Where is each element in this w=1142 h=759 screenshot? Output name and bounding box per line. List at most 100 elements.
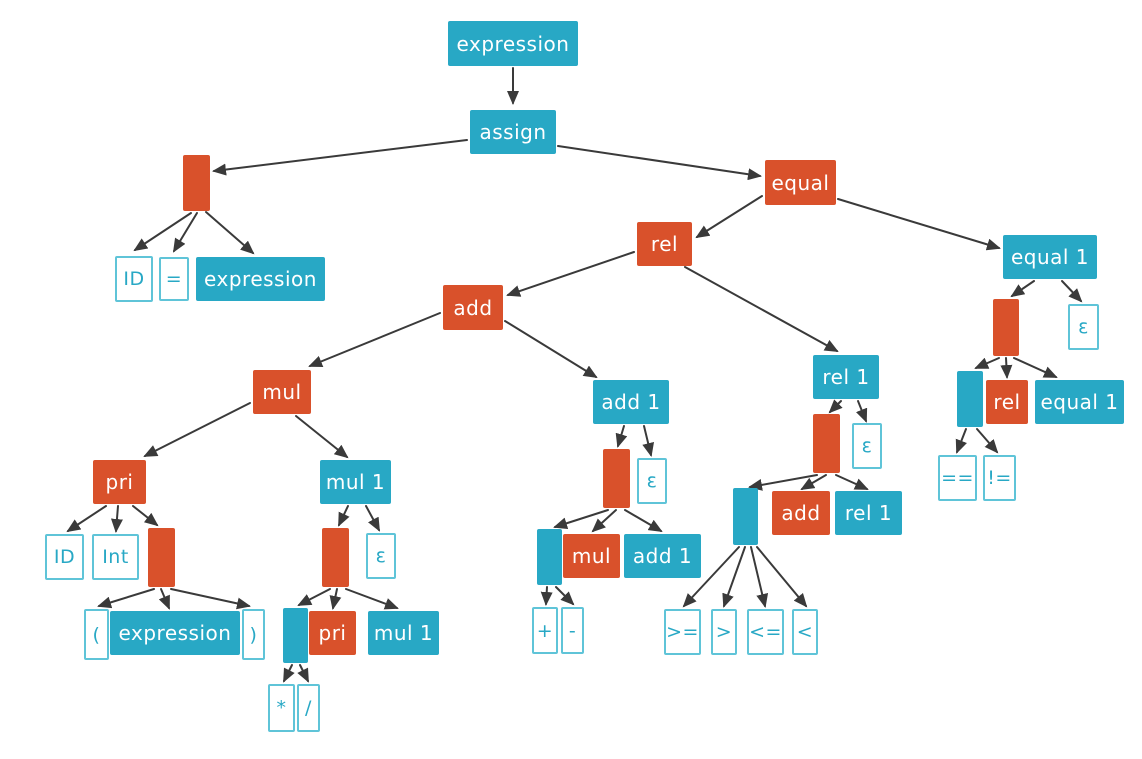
edge-equal--equal1 <box>837 198 1001 251</box>
edge-alt-mulops--op-mul <box>283 664 295 683</box>
node-label: add <box>453 295 493 320</box>
node-rel1: rel 1 <box>813 355 879 399</box>
node-add1-2: add 1 <box>624 534 701 578</box>
edge-alt-addops--op-plus <box>540 586 553 606</box>
edge-seq-mul1--mul1-2 <box>345 588 399 610</box>
node-expression-1: expression <box>196 257 325 301</box>
edge-mul--mul1 <box>295 415 349 459</box>
edge-seq-assign--expression-1 <box>205 211 255 255</box>
node-label: pri <box>318 621 347 645</box>
node-op-lte: <= <box>747 609 784 655</box>
node-label: rel <box>993 390 1021 414</box>
node-label: > <box>715 621 733 643</box>
node-op-eq: == <box>938 455 977 501</box>
node-seq-pri <box>148 528 175 587</box>
node-label: expression <box>456 31 570 56</box>
edge-pri--id-2 <box>66 505 107 533</box>
node-add-2: add <box>772 491 830 535</box>
node-op-minus: - <box>561 607 584 654</box>
node-assign-op: = <box>159 257 189 301</box>
node-label: pri <box>105 470 134 494</box>
node-label: >= <box>666 621 699 643</box>
edge-seq-pri--rparen <box>170 588 251 610</box>
node-label: equal 1 <box>1040 390 1119 414</box>
edge-pri--int-1 <box>110 505 123 533</box>
node-label: rel <box>650 232 679 256</box>
edge-pri--seq-pri <box>132 505 159 527</box>
edge-seq-mul1--pri-2 <box>329 588 342 610</box>
edge-alt-relops--op-lt <box>756 546 808 608</box>
node-alt-equalops <box>957 371 983 427</box>
edge-rel--add <box>506 251 635 297</box>
node-pri: pri <box>93 460 146 504</box>
node-expression-root: expression <box>448 21 578 66</box>
node-seq-mul1 <box>322 528 349 587</box>
node-mul-2: mul <box>563 534 620 578</box>
node-label: add 1 <box>632 544 693 568</box>
node-assign: assign <box>470 110 556 154</box>
edge-assign--equal <box>557 145 762 181</box>
edge-seq-equal1--equal1-2 <box>1013 357 1058 378</box>
node-alt-relops <box>733 488 758 545</box>
node-rparen: ) <box>242 609 265 660</box>
node-eps-mul1: ε <box>366 533 396 579</box>
node-label: add <box>781 501 821 525</box>
node-lparen: ( <box>84 609 109 660</box>
edge-seq-add1--alt-addops <box>553 509 609 530</box>
node-label: ε <box>1078 316 1089 338</box>
node-label: == <box>941 467 974 489</box>
edge-rel1--seq-rel1 <box>828 399 843 414</box>
node-label: <= <box>749 621 782 643</box>
node-op-lt: < <box>792 609 818 655</box>
node-eps-rel1: ε <box>852 423 882 469</box>
node-eps-equal1: ε <box>1068 304 1099 350</box>
edge-mul1--seq-mul1 <box>338 505 350 527</box>
node-label: ) <box>249 623 258 646</box>
edge-alt-equalops--op-eq <box>955 428 967 454</box>
node-label: expression <box>118 621 232 645</box>
node-seq-assign <box>183 155 210 211</box>
edge-add--add1 <box>504 320 598 379</box>
edge-rel1--eps-rel1 <box>855 400 868 423</box>
node-add1: add 1 <box>593 380 669 424</box>
node-op-div: / <box>297 684 320 732</box>
node-id-2: ID <box>45 534 84 580</box>
node-label: - <box>568 619 577 642</box>
edge-seq-pri--lparen <box>97 588 155 609</box>
node-label: = <box>165 268 183 290</box>
edge-seq-equal1--alt-equalops <box>974 357 1000 369</box>
edge-seq-assign--assign-op <box>172 212 198 253</box>
edge-rel--rel1 <box>684 266 839 352</box>
node-label: + <box>536 619 554 642</box>
edge-add--mul <box>308 312 441 368</box>
edge-seq-mul1--alt-mulops <box>297 588 331 606</box>
node-op-gt: > <box>711 609 737 655</box>
node-label: ε <box>646 470 658 492</box>
node-label: add 1 <box>601 390 661 414</box>
node-label: mul 1 <box>325 470 386 494</box>
node-add: add <box>443 285 503 330</box>
edge-mul--pri <box>143 402 251 457</box>
node-equal: equal <box>765 160 836 205</box>
node-eps-add1: ε <box>637 458 667 504</box>
node-label: ε <box>375 545 387 567</box>
node-equal1-2: equal 1 <box>1035 380 1124 424</box>
node-seq-add1 <box>603 449 630 508</box>
edge-seq-assign--id-1 <box>133 212 192 252</box>
node-pri-2: pri <box>309 611 356 655</box>
edge-add1--seq-add1 <box>615 425 628 448</box>
edge-equal--rel <box>695 195 763 239</box>
node-mul1: mul 1 <box>320 460 391 504</box>
node-label: ID <box>123 268 145 290</box>
edge-equal1--eps-equal1 <box>1061 280 1083 303</box>
edge-seq-equal1--rel-2 <box>1000 357 1013 379</box>
node-alt-mulops <box>283 608 308 663</box>
node-op-plus: + <box>532 607 558 654</box>
node-label: < <box>796 621 814 643</box>
node-label: * <box>276 697 287 719</box>
edge-alt-relops--op-gte <box>682 546 740 608</box>
node-label: ε <box>861 435 873 457</box>
edge-equal1--seq-equal1 <box>1010 280 1035 298</box>
